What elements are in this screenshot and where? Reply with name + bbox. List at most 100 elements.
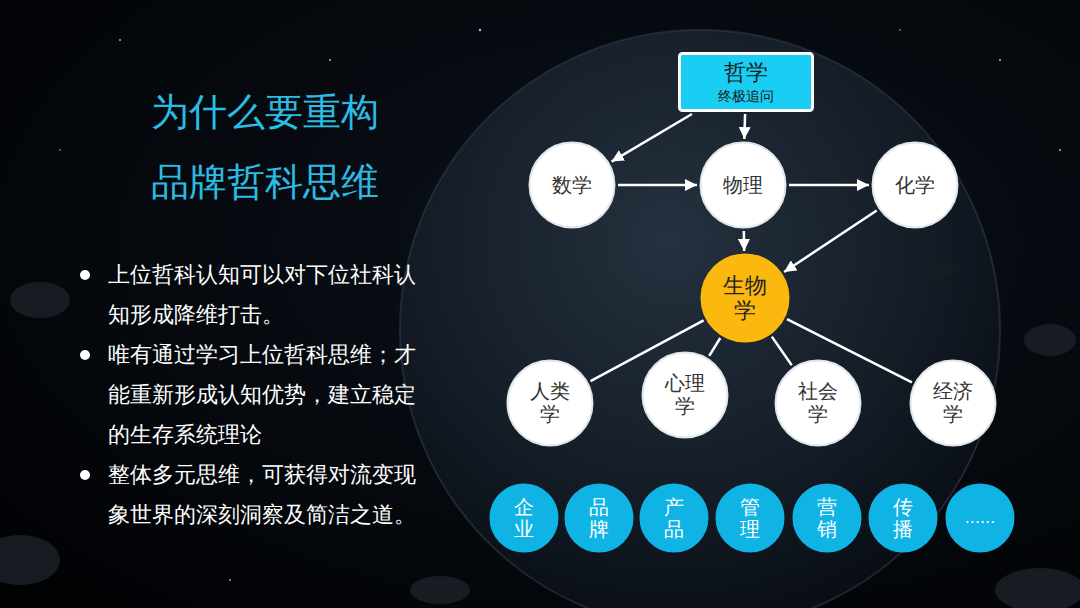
slide-title: 为什么要重构 品牌哲科思维: [140, 77, 390, 217]
connector-line: [772, 337, 792, 366]
asteroid: [1024, 324, 1076, 356]
star: [119, 39, 121, 41]
node-label: 数学: [552, 173, 592, 198]
node-text-group: 产品: [664, 496, 684, 540]
circle-shape: [508, 361, 593, 446]
discipline-circle: 心理学: [641, 351, 729, 439]
node-text-group: 化学: [895, 173, 935, 198]
circle-shape: [701, 143, 786, 228]
node-text-group: 数学: [552, 173, 592, 198]
hub-circle: 生物学: [700, 253, 790, 343]
asteroid: [10, 282, 70, 318]
discipline-circle: 经济学: [909, 359, 997, 447]
star: [229, 579, 231, 581]
circle-shape: [870, 485, 937, 552]
domain-circle: 营销: [792, 483, 862, 553]
star: [999, 59, 1001, 61]
discipline-circle: 数学: [528, 141, 616, 229]
star: [1059, 149, 1061, 151]
node-text-group: 物理: [723, 173, 763, 198]
bullet-item: 上位哲科认知可以对下位社科认知形成降维打击。: [76, 255, 446, 335]
connector-arrow: [743, 231, 746, 251]
circle-shape: [717, 485, 784, 552]
node-label: 哲学: [724, 59, 768, 87]
bullet-dot: [80, 270, 90, 280]
domain-circle: 管理: [715, 483, 785, 553]
domain-circle: ......: [945, 483, 1015, 553]
node-text-group: 企业: [514, 496, 534, 540]
node-text-group: ......: [965, 508, 996, 528]
domain-circle: 传播: [868, 483, 938, 553]
node-label: 传播: [893, 496, 913, 540]
circle-shape: [776, 361, 861, 446]
discipline-circle: 社会学: [774, 359, 862, 447]
node-subtitle: 终极追问: [718, 87, 774, 105]
asteroid: [926, 261, 954, 279]
node-label: 经济学: [932, 380, 974, 426]
discipline-circle: 化学: [871, 141, 959, 229]
bullet-text: 上位哲科认知可以对下位社科认知形成降维打击。: [108, 255, 428, 335]
circle-shape: [911, 361, 996, 446]
node-text-group: 经济学: [932, 380, 974, 426]
node-label: 管理: [740, 496, 760, 540]
node-label: 社会学: [797, 380, 839, 426]
circle-shape: [566, 485, 633, 552]
circle-shape: [702, 255, 789, 342]
connector-arrow: [789, 184, 869, 187]
node-label: 物理: [723, 173, 763, 198]
node-text-group: 营销: [817, 496, 837, 540]
node-label: 人类学: [529, 380, 571, 426]
domain-circle: 企业: [489, 483, 559, 553]
asteroid: [410, 576, 470, 604]
star: [59, 149, 61, 151]
node-label: ......: [965, 508, 996, 528]
bullet-text: 整体多元思维，可获得对流变现象世界的深刻洞察及简洁之道。: [108, 455, 428, 535]
circle-shape: [794, 485, 861, 552]
discipline-circle: 人类学: [506, 359, 594, 447]
circle-shape: [643, 353, 728, 438]
bullet-dot: [80, 350, 90, 360]
root-box: 哲学终极追问: [678, 52, 814, 112]
node-text-group: 社会学: [797, 380, 839, 426]
connector-line: [709, 338, 720, 356]
node-label: 企业: [514, 496, 534, 540]
star: [479, 29, 481, 31]
discipline-circle: 物理: [699, 141, 787, 229]
circle-shape: [947, 485, 1014, 552]
planet: [400, 30, 1000, 608]
circle-shape: [641, 485, 708, 552]
bullet-dot: [80, 470, 90, 480]
node-text-group: 品牌: [589, 496, 609, 540]
node-text-group: 管理: [740, 496, 760, 540]
node-text-group: 生物学: [722, 273, 768, 324]
node-label: 营销: [817, 496, 837, 540]
stars: [59, 29, 1061, 581]
star: [329, 59, 331, 61]
bullet-text: 唯有通过学习上位哲科思维；才能重新形成认知优势，建立稳定的生存系统理论: [108, 335, 428, 455]
connector-arrow: [618, 184, 697, 187]
star: [899, 29, 901, 31]
bullet-item: 整体多元思维，可获得对流变现象世界的深刻洞察及简洁之道。: [76, 455, 446, 535]
node-text-group: 传播: [893, 496, 913, 540]
circle-shape: [491, 485, 558, 552]
bullet-list: 上位哲科认知可以对下位社科认知形成降维打击。唯有通过学习上位哲科思维；才能重新形…: [76, 255, 446, 535]
node-label: 产品: [664, 496, 684, 540]
domain-circle: 产品: [639, 483, 709, 553]
connector-arrow: [784, 210, 877, 272]
node-text-group: 哲学终极追问: [718, 59, 774, 105]
node-label: 化学: [895, 173, 935, 198]
connector-arrow: [612, 114, 692, 162]
asteroid: [995, 568, 1080, 608]
circle-shape: [530, 143, 615, 228]
node-text-group: 心理学: [664, 372, 706, 418]
bullet-item: 唯有通过学习上位哲科思维；才能重新形成认知优势，建立稳定的生存系统理论: [76, 335, 446, 455]
box-shape: [680, 54, 813, 111]
node-text-group: 人类学: [529, 380, 571, 426]
connector-arrow: [743, 114, 746, 139]
circle-shape: [873, 143, 958, 228]
domain-circle: 品牌: [564, 483, 634, 553]
asteroid: [0, 535, 60, 585]
node-label: 心理学: [664, 372, 706, 418]
node-label: 品牌: [589, 496, 609, 540]
